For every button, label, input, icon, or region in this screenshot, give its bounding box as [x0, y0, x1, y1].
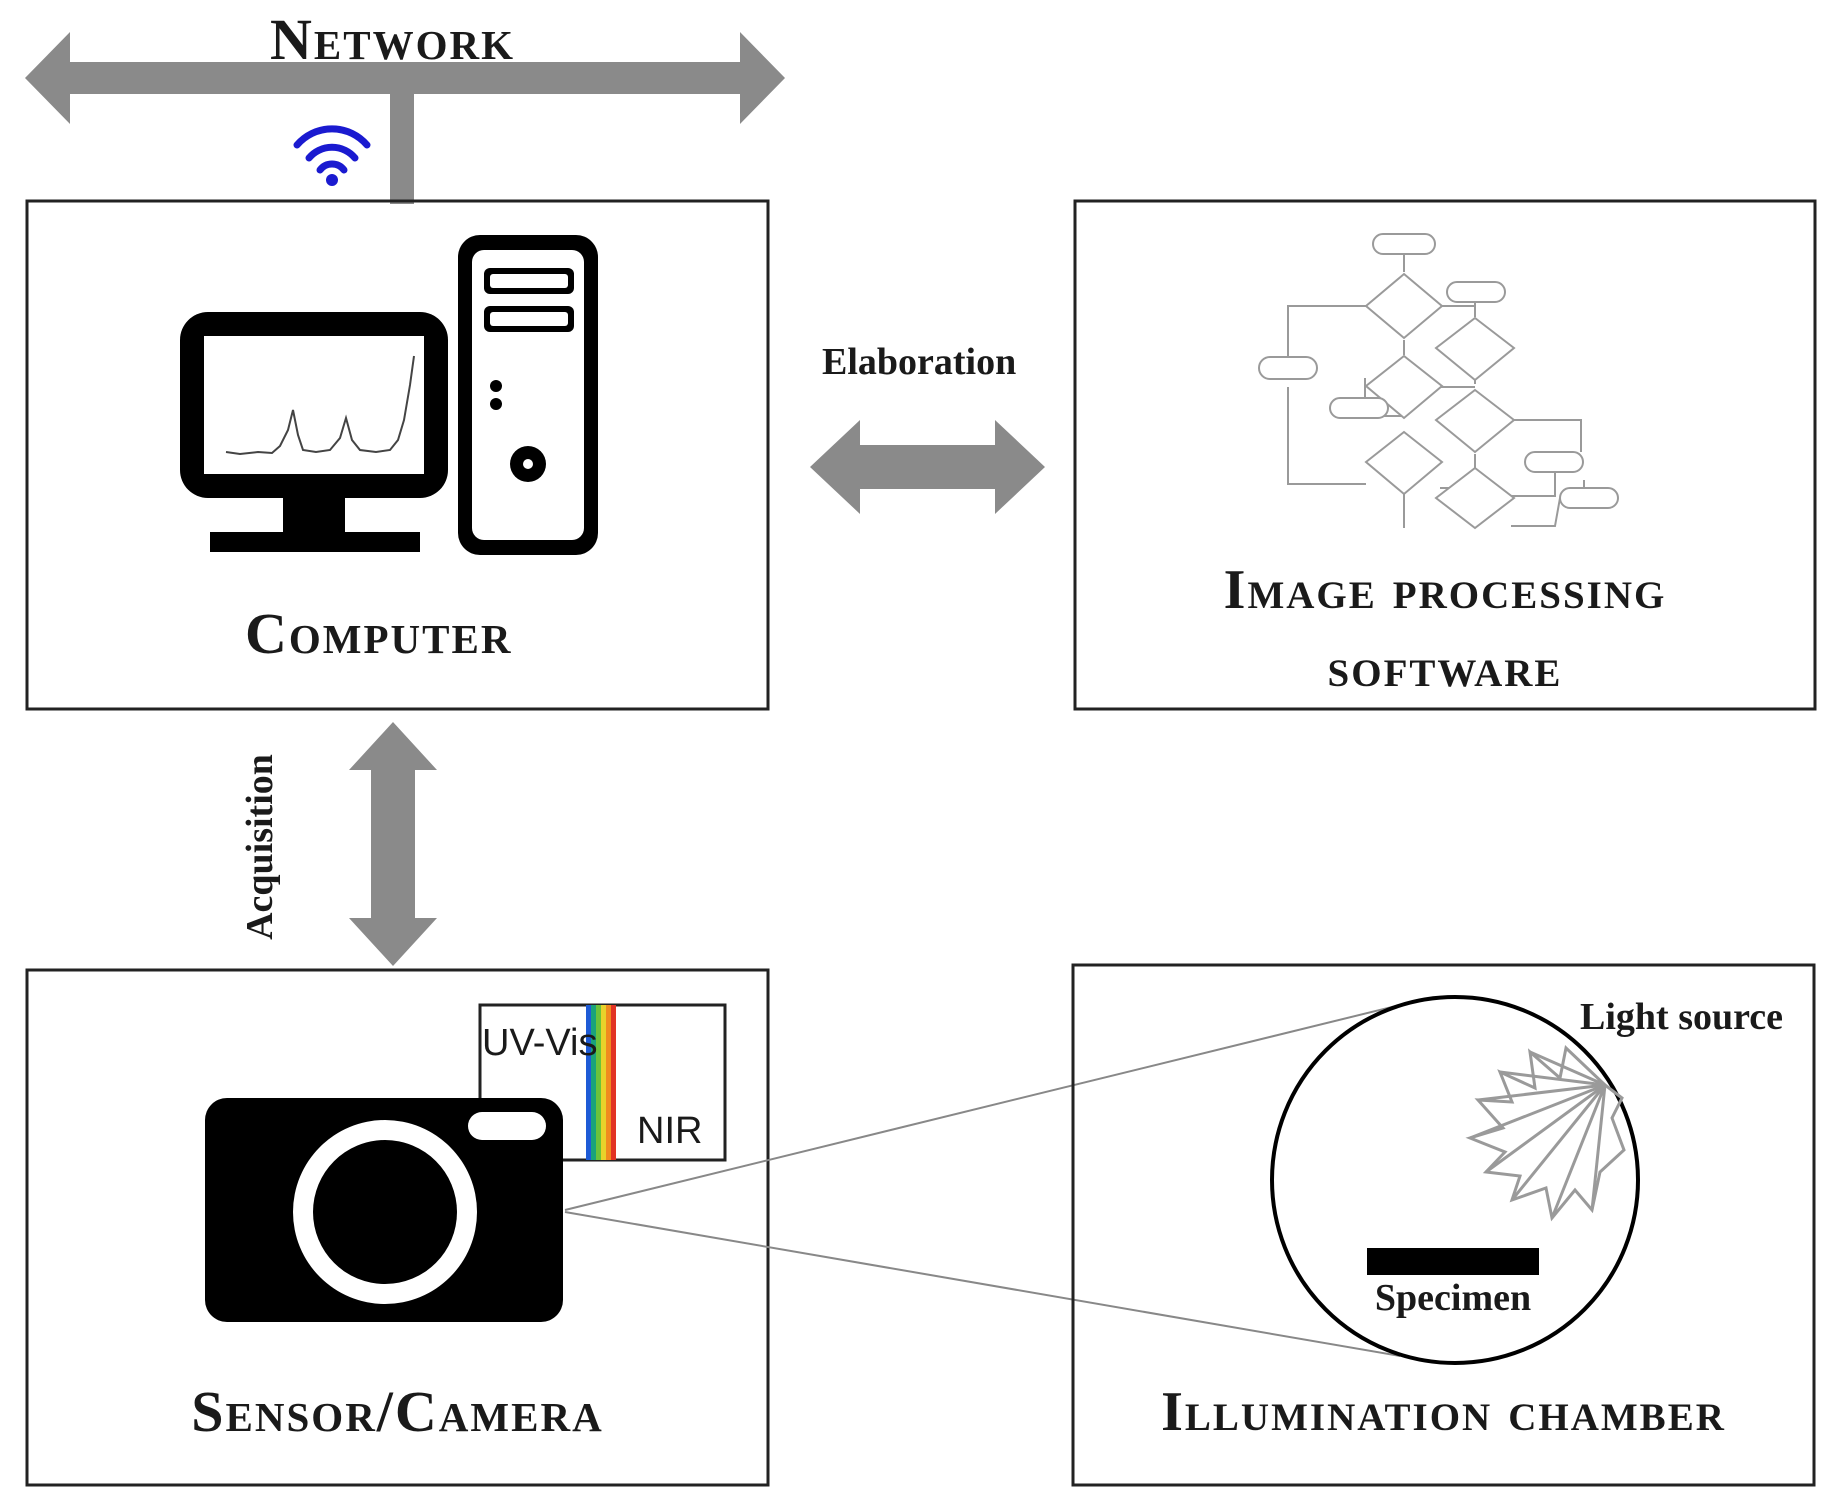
chamber-circle [1270, 995, 1640, 1365]
acquisition-arrow [349, 722, 437, 966]
computer-label: Computer [245, 601, 513, 666]
light-source-icon [1465, 1045, 1626, 1222]
uv-vis-label: UV-Vis [482, 1022, 598, 1064]
monitor-icon [180, 312, 448, 552]
wifi-icon [293, 125, 371, 186]
camera-label: Sensor/Camera [191, 1379, 604, 1444]
elaboration-arrow [810, 420, 1045, 514]
computer-box [25, 199, 770, 711]
camera-icon [205, 1098, 563, 1322]
chamber-label: Illumination chamber [1161, 1381, 1726, 1443]
spectrum-plot [225, 355, 415, 456]
specimen-label: Specimen [1374, 1277, 1532, 1319]
network-arrow [25, 32, 785, 204]
acquisition-label: Acquisition [239, 754, 281, 940]
software-label-line2: software [1327, 637, 1563, 699]
nir-label: NIR [637, 1110, 703, 1152]
field-of-view-lines [564, 1004, 1401, 1357]
flowchart-icon [1258, 233, 1619, 530]
elaboration-label: Elaboration [822, 341, 1017, 383]
light-source-label: Light source [1580, 996, 1784, 1038]
camera-box [25, 968, 770, 1487]
network-label: Network [270, 7, 515, 72]
chamber-box [1071, 963, 1816, 1487]
software-box [1073, 199, 1817, 711]
specimen-bar [1367, 1248, 1539, 1275]
computer-tower-icon [458, 235, 598, 555]
software-label-line1: Image processing [1223, 559, 1667, 621]
